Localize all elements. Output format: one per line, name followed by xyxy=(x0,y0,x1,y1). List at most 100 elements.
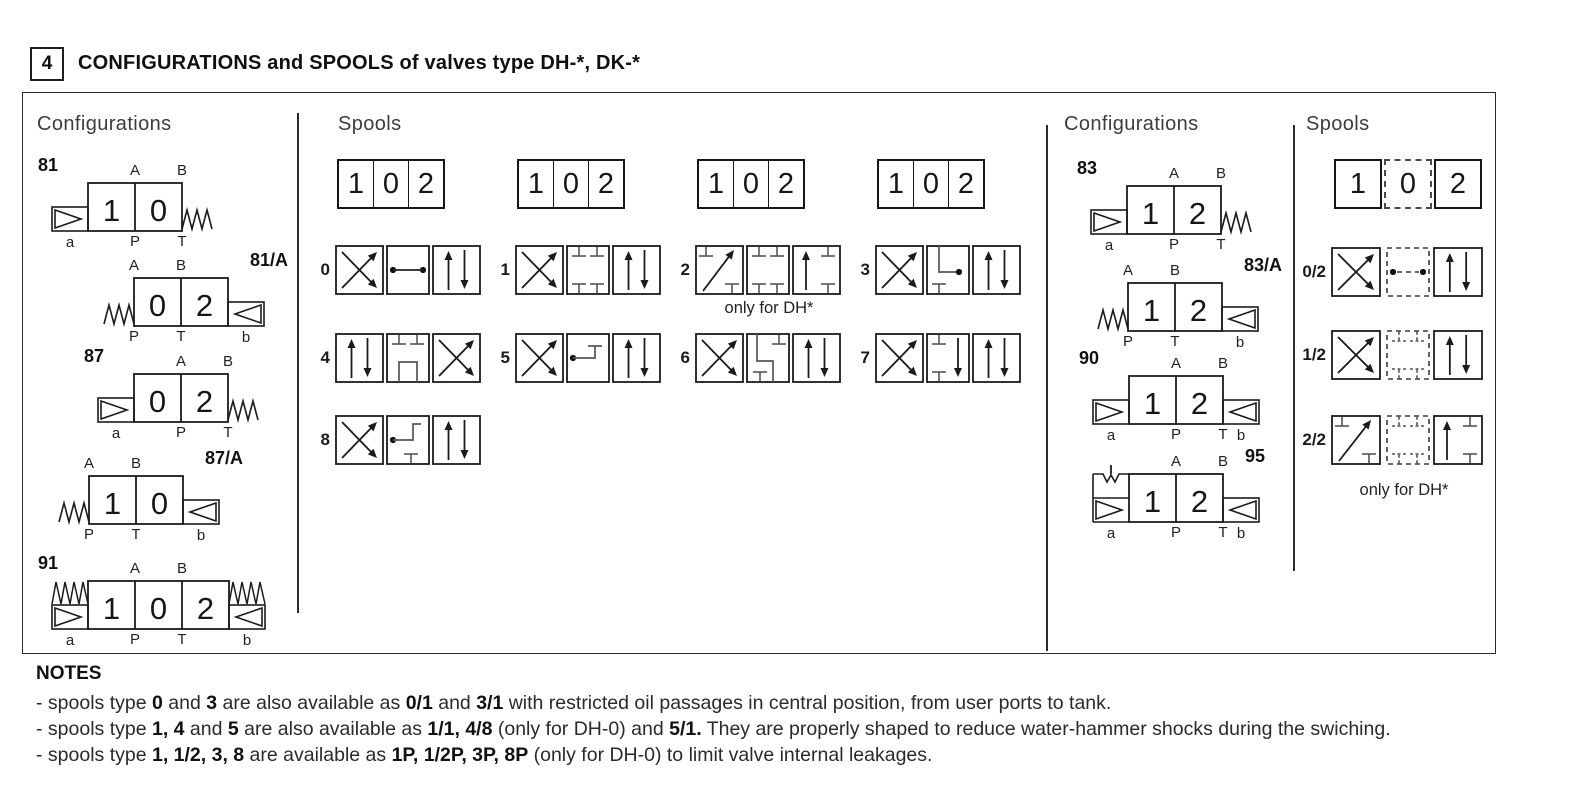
position-cell: 0 xyxy=(553,161,588,207)
svg-text:B: B xyxy=(176,257,186,274)
svg-text:2: 2 xyxy=(196,288,213,323)
svg-text:1/2: 1/2 xyxy=(1302,345,1326,364)
svg-text:a: a xyxy=(1105,237,1114,254)
note-line: - spools type 1, 1/2, 3, 8 are available… xyxy=(36,744,933,766)
svg-text:b: b xyxy=(1236,334,1244,351)
svg-text:1: 1 xyxy=(103,591,120,626)
svg-text:T: T xyxy=(1218,426,1227,443)
spool-note: only for DH* xyxy=(724,299,814,317)
spool-diagram-7: 7 xyxy=(861,333,1021,383)
svg-text:B: B xyxy=(1216,165,1226,182)
position-cell: 1 xyxy=(887,167,905,200)
spool-diagram-2: 2 xyxy=(681,245,841,295)
position-cell: 2 xyxy=(408,161,443,207)
svg-text:a: a xyxy=(66,234,75,251)
svg-text:a: a xyxy=(66,632,75,649)
svg-text:91: 91 xyxy=(38,553,58,573)
note-line: - spools type 0 and 3 are also available… xyxy=(36,692,1112,714)
svg-text:T: T xyxy=(1218,524,1227,541)
column-divider xyxy=(297,113,299,613)
spool-diagram-0-2: 0/2 xyxy=(1302,247,1483,297)
svg-text:87/A: 87/A xyxy=(205,448,243,468)
svg-text:3: 3 xyxy=(861,260,870,279)
svg-text:81/A: 81/A xyxy=(250,250,288,270)
svg-text:6: 6 xyxy=(681,348,690,367)
svg-text:a: a xyxy=(1107,427,1116,444)
svg-text:T: T xyxy=(223,424,232,441)
note-line: - spools type 1, 4 and 5 are also availa… xyxy=(36,718,1391,740)
position-cell: 1 xyxy=(527,167,545,200)
spool-diagram-1-2: 1/2 xyxy=(1302,330,1483,380)
svg-text:87: 87 xyxy=(84,346,104,366)
svg-text:A: A xyxy=(84,455,94,472)
heading-spools-middle: Spools xyxy=(338,113,402,135)
svg-text:4: 4 xyxy=(321,348,331,367)
svg-text:8: 8 xyxy=(321,430,330,449)
svg-text:A: A xyxy=(1123,262,1133,279)
svg-text:A: A xyxy=(1169,165,1179,182)
position-cell: 2 xyxy=(768,161,803,207)
svg-text:a: a xyxy=(112,425,121,442)
heading-configurations-left: Configurations xyxy=(37,113,172,135)
svg-text:P: P xyxy=(1171,524,1181,541)
column-divider xyxy=(1293,125,1295,571)
position-cell: 0 xyxy=(373,161,408,207)
position-cell: 0 xyxy=(733,161,768,207)
svg-text:2/2: 2/2 xyxy=(1302,430,1326,449)
svg-text:0/2: 0/2 xyxy=(1302,262,1326,281)
svg-text:2: 2 xyxy=(1190,293,1207,328)
spool-diagram-0: 0 xyxy=(321,245,481,295)
position-cell: 0 xyxy=(913,161,948,207)
svg-text:B: B xyxy=(1218,453,1228,470)
svg-text:1: 1 xyxy=(1144,484,1161,519)
svg-text:P: P xyxy=(130,631,140,648)
spool-diagram-3: 3 xyxy=(861,245,1021,295)
svg-text:2: 2 xyxy=(1189,196,1206,231)
svg-text:2: 2 xyxy=(1191,386,1208,421)
page-title: CONFIGURATIONS and SPOOLS of valves type… xyxy=(78,52,641,74)
svg-text:b: b xyxy=(243,632,251,649)
svg-text:b: b xyxy=(1237,427,1245,444)
svg-text:1: 1 xyxy=(1143,293,1160,328)
svg-text:P: P xyxy=(129,328,139,345)
svg-text:95: 95 xyxy=(1245,446,1265,466)
svg-text:a: a xyxy=(1107,525,1116,542)
spool-diagram-5: 5 xyxy=(501,333,661,383)
svg-text:81: 81 xyxy=(38,155,58,175)
svg-text:b: b xyxy=(242,329,250,346)
svg-text:P: P xyxy=(176,424,186,441)
svg-text:P: P xyxy=(130,233,140,250)
svg-text:B: B xyxy=(131,455,141,472)
svg-text:T: T xyxy=(177,233,186,250)
spool-note: only for DH* xyxy=(1359,481,1449,499)
notes-section: NOTES - spools type 0 and 3 are also ava… xyxy=(36,663,1556,768)
svg-text:A: A xyxy=(1171,355,1181,372)
position-cell: 2 xyxy=(1434,159,1482,209)
svg-text:1: 1 xyxy=(1144,386,1161,421)
svg-text:P: P xyxy=(1171,426,1181,443)
column-divider xyxy=(1046,125,1048,651)
svg-text:5: 5 xyxy=(501,348,510,367)
svg-text:83: 83 xyxy=(1077,158,1097,178)
svg-text:2: 2 xyxy=(681,260,690,279)
position-cell: 2 xyxy=(588,161,623,207)
svg-text:T: T xyxy=(177,631,186,648)
spool-diagram-1: 1 xyxy=(501,245,661,295)
svg-text:7: 7 xyxy=(861,348,870,367)
svg-text:0: 0 xyxy=(149,288,166,323)
section-number-box: 4 xyxy=(30,47,64,81)
svg-text:T: T xyxy=(176,328,185,345)
svg-text:2: 2 xyxy=(196,384,213,419)
